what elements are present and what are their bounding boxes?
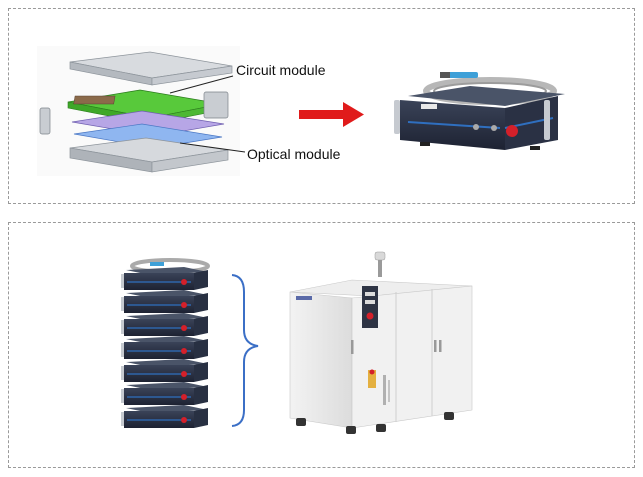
brace-icon — [231, 274, 259, 427]
laser-source-unit-icon — [394, 72, 565, 150]
exploded-module-diagram — [37, 46, 246, 176]
stacked-laser-unit — [121, 290, 208, 313]
cabinet-laser-system-icon — [289, 251, 473, 434]
stacked-laser-unit — [121, 267, 208, 290]
circuit-module-label: Circuit module — [236, 62, 326, 78]
optical-module-label: Optical module — [247, 146, 341, 162]
right-arrow-icon — [299, 102, 364, 127]
stacked-laser-unit — [121, 382, 208, 405]
stacked-laser-unit — [121, 359, 208, 382]
stacked-laser-unit — [121, 405, 208, 428]
stacked-laser-unit — [121, 313, 208, 336]
stacked-laser-unit — [121, 336, 208, 359]
